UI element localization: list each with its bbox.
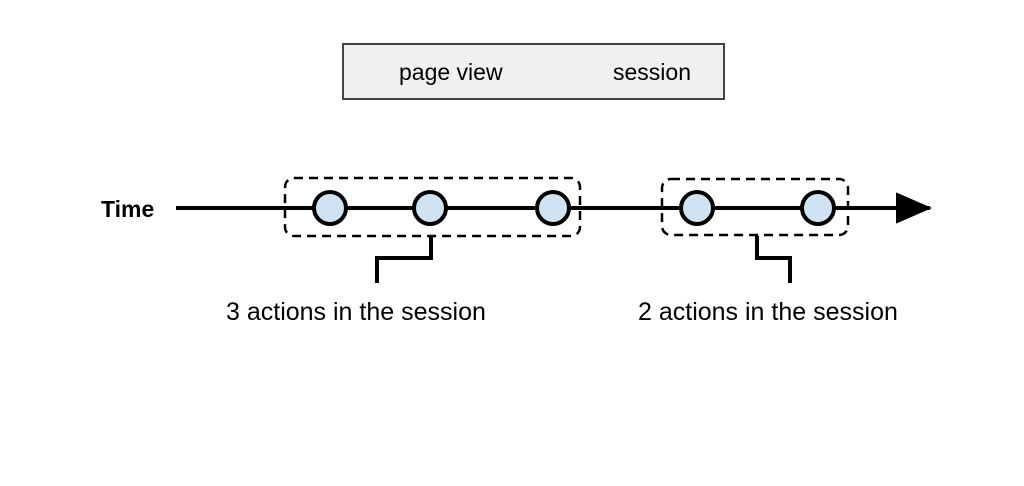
page-view-markers-session-2 — [679, 190, 836, 226]
page-view-marker-5[interactable] — [800, 190, 836, 226]
legend-label-page-view: page view — [399, 59, 503, 85]
page-view-marker-1[interactable] — [312, 190, 348, 226]
time-axis-label: Time — [101, 196, 155, 222]
page-view-markers-session-1 — [312, 190, 571, 226]
caption-leader-1 — [375, 236, 433, 283]
session-1-caption: 3 actions in the session — [226, 298, 486, 326]
session-2-dashed-box — [660, 177, 850, 237]
session-boundary-2[interactable] — [660, 177, 850, 237]
legend-box — [342, 43, 725, 100]
caption-leader-line-1 — [375, 236, 433, 283]
caption-leader-line-2 — [755, 236, 792, 283]
caption-leader-2 — [755, 236, 792, 283]
legend-label-session: session — [613, 59, 691, 85]
session-2-caption: 2 actions in the session — [638, 298, 898, 326]
page-view-marker-4[interactable] — [679, 190, 715, 226]
page-view-marker-2[interactable] — [412, 190, 448, 226]
page-view-marker-3[interactable] — [535, 190, 571, 226]
